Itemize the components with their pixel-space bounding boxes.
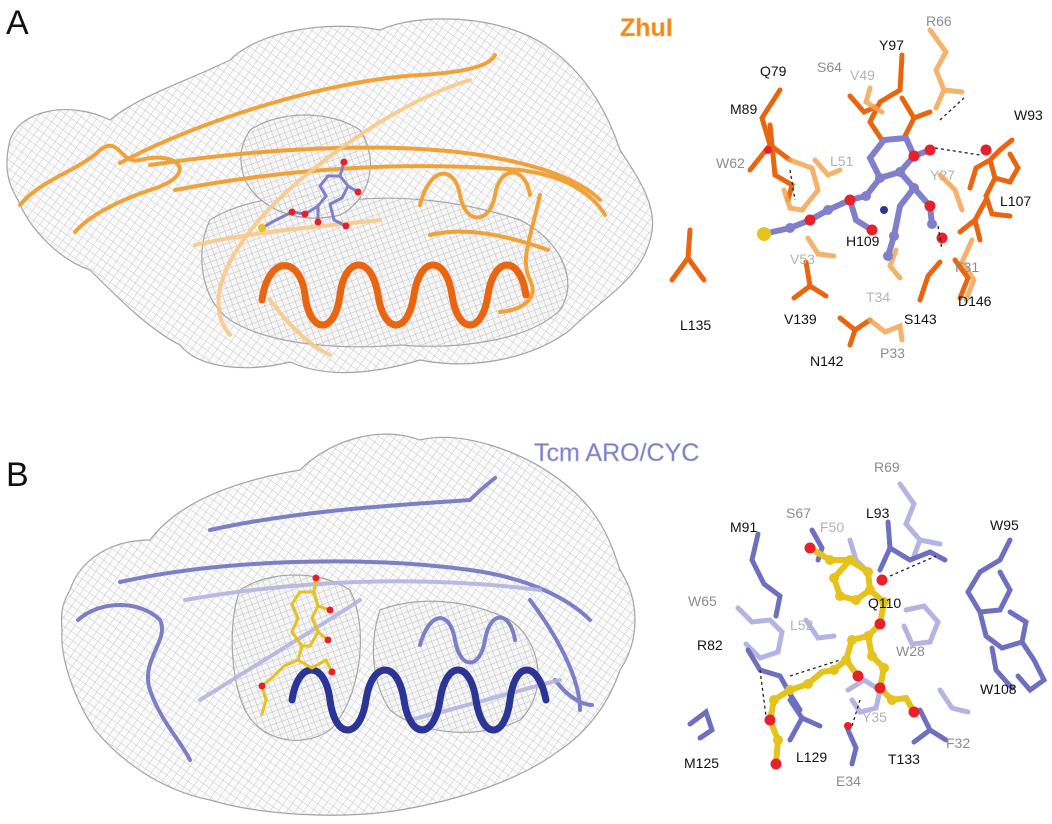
label-b-t133: T133 bbox=[888, 751, 920, 767]
label-b-l52: L52 bbox=[790, 617, 814, 633]
panel-a-residue-labels: R66 Y97 S64 V49 Q79 M89 W93 W62 L51 Y27 … bbox=[680, 13, 1043, 369]
panel-a-letter: A bbox=[6, 4, 29, 42]
label-b-f32: F32 bbox=[946, 735, 970, 751]
label-a-r66: R66 bbox=[926, 13, 952, 29]
label-b-l129: L129 bbox=[796, 749, 827, 765]
label-b-r82: R82 bbox=[697, 637, 723, 653]
panel-a-title: ZhuI bbox=[620, 14, 673, 42]
label-a-v139: V139 bbox=[784, 311, 817, 327]
label-a-w62: W62 bbox=[716, 155, 745, 171]
panel-b-residue-labels: R69 S67 M91 F50 L93 W95 W65 Q110 L52 W28… bbox=[684, 459, 1019, 789]
label-b-y35: Y35 bbox=[862, 709, 887, 725]
label-a-l107: L107 bbox=[1000, 193, 1031, 209]
label-a-y97: Y97 bbox=[879, 37, 904, 53]
label-b-w65: W65 bbox=[688, 593, 717, 609]
label-b-f50: F50 bbox=[820, 519, 844, 535]
label-a-s143: S143 bbox=[904, 311, 937, 327]
label-a-l51: L51 bbox=[830, 153, 854, 169]
label-b-r69: R69 bbox=[874, 459, 900, 475]
label-a-f31: F31 bbox=[955, 259, 979, 275]
label-a-p33: P33 bbox=[880, 345, 905, 361]
label-a-t34: T34 bbox=[866, 289, 890, 305]
label-a-h109: H109 bbox=[846, 233, 880, 249]
panel-b-active-site bbox=[687, 481, 1048, 770]
panel-b-title: Tcm ARO/CYC bbox=[534, 439, 699, 467]
label-a-s64: S64 bbox=[817, 59, 842, 75]
panel-a: A ZhuI bbox=[6, 4, 1043, 374]
label-a-w93: W93 bbox=[1014, 107, 1043, 123]
panel-b-pocket-ligand bbox=[258, 574, 336, 716]
label-b-e34: E34 bbox=[836, 773, 861, 789]
label-b-w95: W95 bbox=[990, 517, 1019, 533]
label-b-q110: Q110 bbox=[868, 595, 901, 611]
label-a-q79: Q79 bbox=[760, 63, 787, 79]
panel-a-ribbon-cartoon bbox=[18, 53, 607, 357]
panel-a-pocket-ligand bbox=[258, 158, 362, 232]
label-a-m89: M89 bbox=[730, 101, 757, 117]
label-a-v53: V53 bbox=[790, 251, 815, 267]
label-a-d146: D146 bbox=[958, 293, 992, 309]
panel-b-ribbon-cartoon bbox=[76, 476, 594, 762]
label-b-m125: M125 bbox=[684, 755, 719, 771]
label-a-v49: V49 bbox=[850, 67, 875, 83]
label-a-y27: Y27 bbox=[930, 167, 955, 183]
panel-b: B Tcm ARO/CYC bbox=[6, 433, 1048, 816]
panel-b-letter: B bbox=[6, 456, 29, 494]
label-a-n142: N142 bbox=[810, 353, 844, 369]
label-b-l93: L93 bbox=[866, 505, 890, 521]
label-b-s67: S67 bbox=[786, 505, 811, 521]
label-b-w28: W28 bbox=[896, 643, 925, 659]
label-a-l135: L135 bbox=[680, 317, 711, 333]
label-b-m91: M91 bbox=[730, 519, 757, 535]
label-b-w108: W108 bbox=[980, 681, 1017, 697]
panel-a-active-site bbox=[669, 27, 1021, 348]
